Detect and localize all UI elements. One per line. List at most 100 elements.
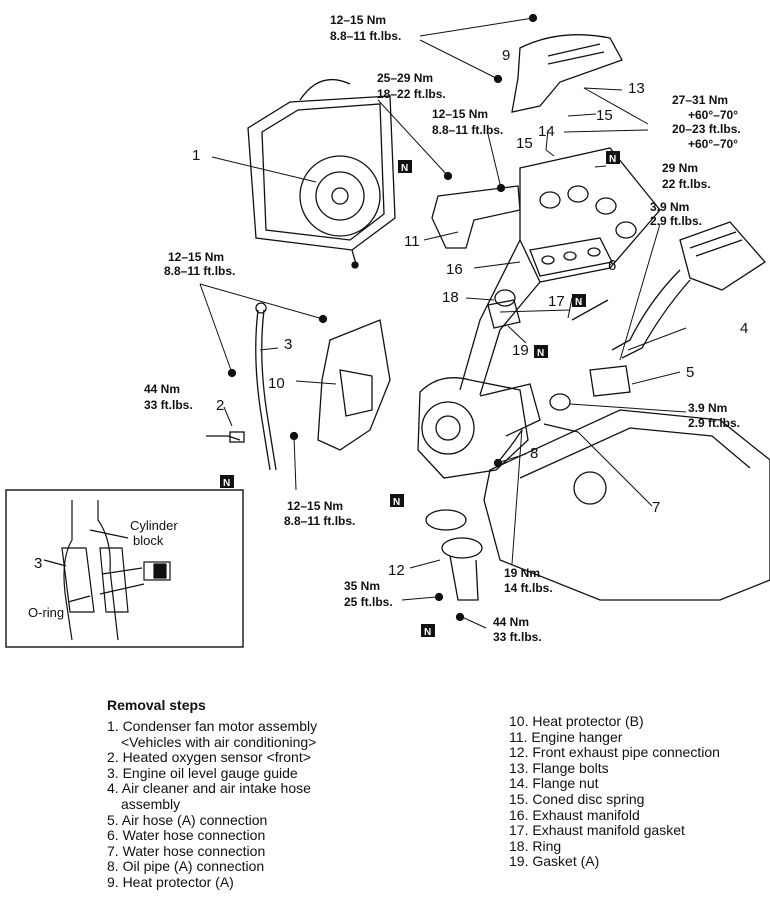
list-item: 16. Exhaust manifold bbox=[509, 806, 640, 823]
n-markers: N N N N N N N bbox=[220, 151, 620, 638]
removal-steps-list-right: 10. Heat protector (B) 11. Engine hanger… bbox=[509, 713, 767, 870]
leader-lines bbox=[199, 17, 687, 629]
n-mark-icon: N bbox=[572, 294, 586, 308]
water-hose-7-part bbox=[543, 423, 579, 433]
ring-part bbox=[494, 289, 516, 307]
torque-label: 3.9 Nm bbox=[688, 401, 727, 415]
list-item: 13. Flange bolts bbox=[509, 759, 609, 776]
heat-protector-a-part bbox=[493, 13, 623, 113]
n-mark-icon: N bbox=[220, 475, 234, 489]
torque-label: +60°–70° bbox=[688, 137, 738, 151]
list-item: 10. Heat protector (B) bbox=[509, 713, 644, 729]
n-mark-icon: N bbox=[390, 494, 404, 508]
callout-8: 8 bbox=[530, 445, 538, 462]
exploded-parts-diagram: 12–15 Nm 8.8–11 ft.lbs. 25–29 Nm 18–22 f… bbox=[5, 13, 770, 648]
callout-numbers: 1 2 3 4 5 6 7 8 9 10 11 12 13 14 15 15 1… bbox=[192, 47, 748, 579]
torque-label: 44 Nm bbox=[144, 382, 180, 396]
list-item: 19. Gasket (A) bbox=[509, 853, 600, 870]
torque-label: 8.8–11 ft.lbs. bbox=[330, 29, 401, 43]
callout-12: 12 bbox=[388, 562, 405, 579]
inset-callout-3: 3 bbox=[34, 555, 42, 572]
list-item: 3. Engine oil level gauge guide bbox=[107, 764, 298, 781]
torque-label: 3.9 Nm bbox=[650, 200, 689, 214]
torque-label: 44 Nm bbox=[493, 615, 529, 629]
condenser-fan-assembly bbox=[247, 79, 396, 269]
torque-label: 2.9 ft.lbs. bbox=[688, 416, 740, 430]
callout-6: 6 bbox=[608, 257, 616, 274]
callout-14: 14 bbox=[538, 123, 555, 140]
torque-label: 12–15 Nm bbox=[168, 250, 224, 264]
inset-label-block: block bbox=[133, 533, 164, 548]
svg-text:N: N bbox=[393, 497, 400, 508]
torque-label: 20–23 ft.lbs. bbox=[672, 122, 741, 136]
n-mark-icon: N bbox=[606, 151, 620, 165]
list-item: 17. Exhaust manifold gasket bbox=[509, 822, 685, 839]
cylinder-head-cover bbox=[483, 409, 770, 601]
list-item: 6. Water hose connection bbox=[107, 827, 266, 844]
callout-3: 3 bbox=[284, 336, 292, 353]
callout-5: 5 bbox=[686, 364, 694, 381]
torque-label: 19 Nm bbox=[504, 566, 540, 580]
callout-2: 2 bbox=[216, 397, 224, 414]
callout-15: 15 bbox=[516, 135, 533, 152]
torque-label: 8.8–11 ft.lbs. bbox=[432, 123, 503, 137]
torque-label: 18–22 ft.lbs. bbox=[377, 87, 446, 101]
list-item: <Vehicles with air conditioning> bbox=[121, 733, 317, 750]
torque-label: 8.8–11 ft.lbs. bbox=[164, 264, 235, 278]
torque-label: 35 Nm bbox=[344, 579, 380, 593]
inset-label-o-ring: O-ring bbox=[28, 605, 64, 620]
torque-label: 12–15 Nm bbox=[432, 107, 488, 121]
callout-9: 9 bbox=[502, 47, 510, 64]
torque-label: 12–15 Nm bbox=[287, 499, 343, 513]
list-item: assembly bbox=[121, 795, 181, 812]
callout-15: 15 bbox=[596, 107, 613, 124]
list-item: 5. Air hose (A) connection bbox=[107, 811, 268, 828]
torque-label: 14 ft.lbs. bbox=[504, 581, 553, 595]
callout-17: 17 bbox=[548, 293, 565, 310]
callout-18: 18 bbox=[442, 289, 459, 306]
hose-clamp-part bbox=[549, 393, 571, 411]
svg-text:N: N bbox=[223, 478, 230, 489]
removal-steps-title: Removal steps bbox=[107, 697, 206, 713]
inset-detail: 3 Cylinder block O-ring bbox=[5, 489, 244, 648]
list-item: 2. Heated oxygen sensor <front> bbox=[107, 749, 311, 766]
torque-label: 22 ft.lbs. bbox=[662, 177, 711, 191]
torque-label: 25 ft.lbs. bbox=[344, 595, 393, 609]
list-item: 11. Engine hanger bbox=[509, 728, 623, 745]
svg-text:N: N bbox=[575, 297, 582, 308]
torque-labels: 12–15 Nm 8.8–11 ft.lbs. 25–29 Nm 18–22 f… bbox=[144, 13, 741, 644]
heat-protector-b-part bbox=[317, 319, 391, 451]
callout-10: 10 bbox=[268, 375, 285, 392]
turbocharger-part bbox=[417, 377, 541, 479]
callout-11: 11 bbox=[404, 233, 420, 250]
air-hose-a-part bbox=[589, 365, 631, 397]
list-item: 1. Condenser fan motor assembly bbox=[107, 718, 318, 734]
torque-label: 2.9 ft.lbs. bbox=[650, 214, 702, 228]
callout-4: 4 bbox=[740, 320, 748, 337]
torque-label: 33 ft.lbs. bbox=[493, 630, 542, 644]
list-item: 12. Front exhaust pipe connection bbox=[509, 744, 720, 761]
water-hose-6-part bbox=[571, 299, 609, 321]
removal-steps-list-left: 1. Condenser fan motor assembly <Vehicle… bbox=[107, 718, 407, 891]
svg-text:N: N bbox=[537, 348, 544, 359]
callout-16: 16 bbox=[446, 261, 463, 278]
torque-label: +60°–70° bbox=[688, 108, 738, 122]
torque-label: 27–31 Nm bbox=[672, 93, 728, 107]
torque-label: 33 ft.lbs. bbox=[144, 398, 193, 412]
callout-7: 7 bbox=[652, 499, 660, 516]
callout-1: 1 bbox=[192, 147, 200, 164]
list-item: 8. Oil pipe (A) connection bbox=[107, 858, 265, 875]
manifold-gasket-part bbox=[529, 237, 613, 277]
gasket-a-part bbox=[487, 299, 521, 329]
torque-label: 12–15 Nm bbox=[330, 13, 386, 27]
oxygen-sensor-part bbox=[206, 431, 299, 443]
list-item: 7. Water hose connection bbox=[107, 842, 266, 859]
svg-text:N: N bbox=[424, 627, 431, 638]
n-mark-icon: N bbox=[534, 345, 548, 359]
list-item: 14. Flange nut bbox=[509, 775, 599, 792]
list-item: 9. Heat protector (A) bbox=[107, 873, 234, 890]
inset-label-cylinder: Cylinder bbox=[130, 518, 178, 533]
n-mark-icon: N bbox=[421, 624, 435, 638]
list-item: 15. Coned disc spring bbox=[509, 790, 645, 807]
air-cleaner-part bbox=[611, 221, 766, 359]
